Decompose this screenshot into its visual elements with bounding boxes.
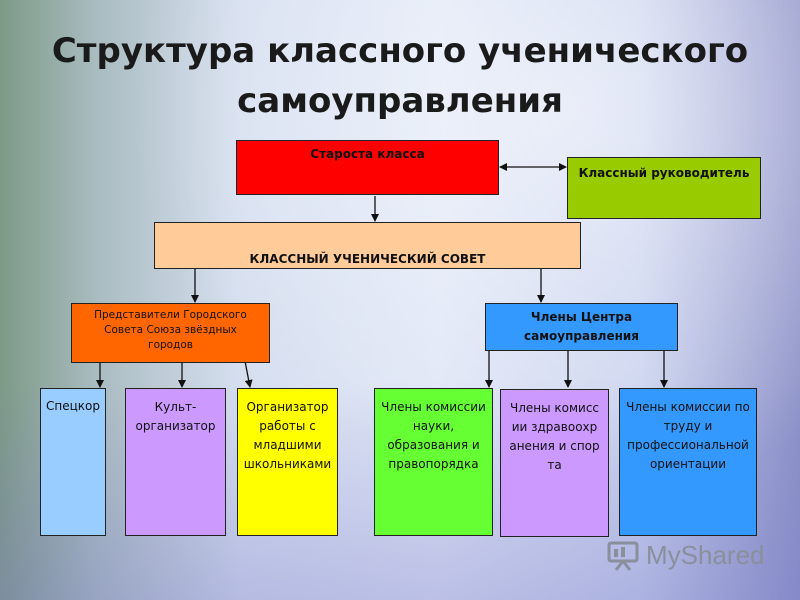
node-speckor: Спецкор <box>40 388 106 536</box>
title-line-1: Структура классного ученического <box>51 31 749 71</box>
node-organizator-label: Организатор работы с младшими школьникам… <box>243 400 332 471</box>
node-komissia-trud: Члены комиссии по труду и профессиональн… <box>619 388 757 536</box>
node-komissia-zdrav: Члены комиссии здравоохранения и спорта <box>500 389 609 537</box>
node-komissia-trud-label: Члены комиссии по труду и профессиональн… <box>626 400 750 471</box>
node-rukovoditel-label: Классный руководитель <box>578 166 750 180</box>
watermark: MyShared <box>606 538 765 572</box>
node-kult-label: Культ-организатор <box>135 400 216 433</box>
title-line-2: самоуправления <box>237 81 563 121</box>
node-organizator: Организатор работы с младшими школьникам… <box>237 388 338 536</box>
node-rukovoditel: Классный руководитель <box>567 157 761 219</box>
watermark-text: MyShared <box>646 539 765 570</box>
node-komissia-nauki-label: Члены комиссии науки, образования и прав… <box>381 400 486 471</box>
node-speckor-label: Спецкор <box>46 399 100 413</box>
page-title: Структура классного ученического самоупр… <box>0 26 800 126</box>
node-chleny-centra-label: Члены Центра самоуправления <box>524 310 639 343</box>
node-starosta: Староста класса <box>236 140 499 195</box>
node-sovet: КЛАССНЫЙ УЧЕНИЧЕСКИЙ СОВЕТ <box>154 222 581 269</box>
node-kult: Культ-организатор <box>125 388 226 536</box>
node-predstaviteli: Представители Городского Совета Союза зв… <box>71 303 270 363</box>
node-komissia-zdrav-label: Члены комиссии здравоохранения и спорта <box>509 401 600 472</box>
node-komissia-nauki: Члены комиссии науки, образования и прав… <box>374 388 493 536</box>
node-predstaviteli-label: Представители Городского Совета Союза зв… <box>94 309 247 351</box>
node-starosta-label: Староста класса <box>310 147 425 161</box>
presentation-icon <box>607 541 639 571</box>
node-sovet-label: КЛАССНЫЙ УЧЕНИЧЕСКИЙ СОВЕТ <box>249 252 486 266</box>
node-chleny-centra: Члены Центра самоуправления <box>485 303 678 351</box>
